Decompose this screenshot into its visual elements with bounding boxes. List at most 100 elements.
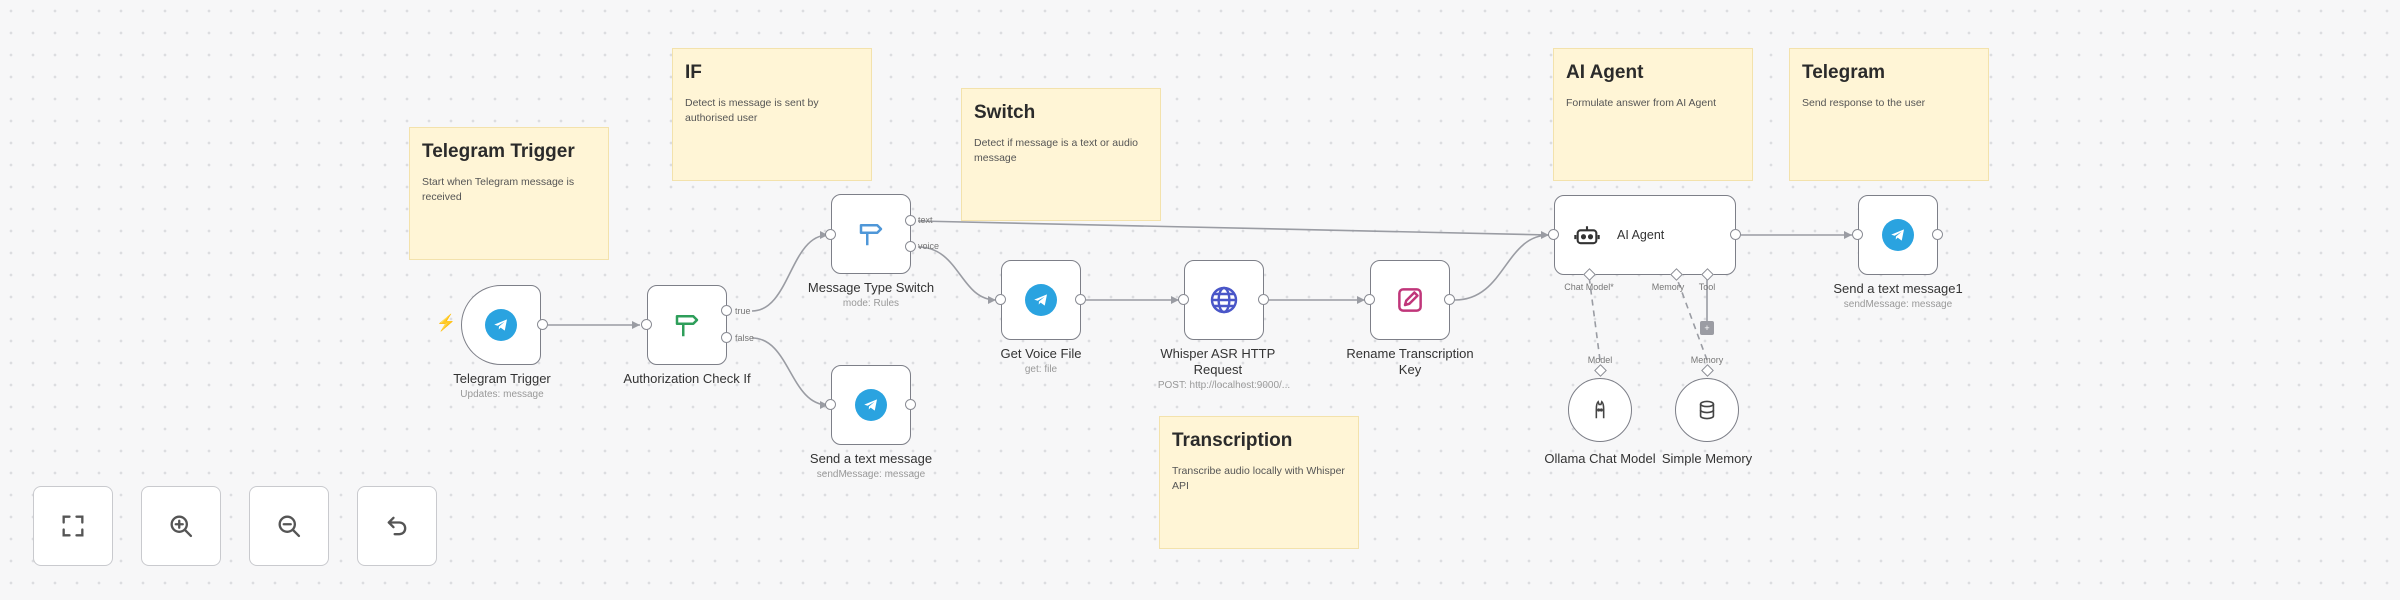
port-label-tool: Tool [1698,282,1716,292]
sticky-note-telegram[interactable]: Telegram Send response to the user [1789,48,1989,181]
sticky-text: Transcribe audio locally with Whisper AP… [1172,465,1345,492]
zoom-in-icon [170,515,193,538]
node-name: Send a text message [809,451,933,466]
node-subtitle: Updates: message [460,389,544,400]
node-send-a-text-message[interactable] [831,365,911,445]
port-label-memory: Memory [1651,282,1685,292]
node-name: Telegram Trigger [453,371,551,386]
input-handle[interactable] [1364,294,1375,305]
input-handle[interactable] [1548,229,1559,240]
node-subtitle: POST: http://localhost:9000/... [1157,380,1291,391]
sticky-note-transcription[interactable]: Transcription Transcribe audio locally w… [1159,416,1359,549]
zoom-out-button[interactable] [249,486,329,566]
output-label-false: false [735,333,755,343]
node-telegram-trigger[interactable] [461,285,541,365]
sticky-title: Switch [974,102,1036,123]
telegram-icon [1882,219,1914,251]
node-whisper-asr-http-request[interactable] [1184,260,1264,340]
output-handle[interactable] [1258,294,1269,305]
output-handle-false[interactable] [721,332,732,343]
node-authorization-check-if[interactable] [647,285,727,365]
sticky-note-if[interactable]: IF Detect is message is sent by authoris… [672,48,872,181]
sticky-title: Transcription [1172,430,1293,451]
output-handle[interactable] [1932,229,1943,240]
node-name: Whisper ASR HTTP Request [1160,346,1276,377]
sticky-title: AI Agent [1566,62,1644,83]
globe-icon [1210,286,1238,314]
signpost-icon [859,224,883,246]
sticky-text: Detect is message is sent by authorised … [685,97,819,124]
lightning-icon: ⚡ [436,315,456,332]
node-label: Get Voice File get: file [1001,346,1082,375]
input-handle[interactable] [1178,294,1189,305]
add-tool-plus-icon[interactable]: + [1700,321,1714,335]
fit-view-button[interactable] [33,486,113,566]
sticky-note-telegram-trigger[interactable]: Telegram Trigger Start when Telegram mes… [409,127,609,260]
node-name: Ollama Chat Model [1544,451,1656,466]
edge-memory-to-agent [1675,275,1708,361]
output-handle[interactable] [537,319,548,330]
output-label-true: true [735,306,751,316]
node-rename-transcription-key[interactable] [1370,260,1450,340]
sticky-text: Send response to the user [1802,97,1926,109]
port-label-memory-node: Memory [1690,355,1724,365]
node-label: Send a text message sendMessage: message [810,451,932,480]
reset-zoom-icon [387,516,407,536]
telegram-icon [1025,284,1057,316]
output-handle-true[interactable] [721,305,732,316]
output-handle[interactable] [1730,229,1741,240]
input-handle[interactable] [995,294,1006,305]
sticky-text: Detect if message is a text or audio mes… [974,137,1138,164]
node-ai-agent[interactable]: AI Agent [1554,195,1736,275]
telegram-icon [485,309,517,341]
input-handle[interactable] [641,319,652,330]
edge-model-to-agent [1588,275,1601,361]
node-subtitle: get: file [1024,364,1058,375]
sticky-text: Start when Telegram message is received [422,176,575,203]
port-label-chat-model: Chat Model* [1564,282,1614,292]
edge-if-false-to-send [751,337,829,406]
node-name: Rename Transcription Key [1346,346,1474,377]
node-message-type-switch[interactable] [831,194,911,274]
node-name: Simple Memory [1661,451,1753,466]
telegram-icon [855,389,887,421]
node-label: Send a text message1 sendMessage: messag… [1833,281,1962,310]
sticky-title: IF [685,62,702,83]
output-handle[interactable] [1075,294,1086,305]
zoom-in-button[interactable] [141,486,221,566]
sticky-note-ai-agent[interactable]: AI Agent Formulate answer from AI Agent [1553,48,1753,181]
input-handle[interactable] [825,229,836,240]
node-label: Telegram Trigger Updates: message [453,371,551,400]
edge-switch-text-to-agent [917,220,1550,236]
port-label-model: Model [1587,355,1613,365]
node-send-a-text-message1[interactable] [1858,195,1938,275]
sticky-text: Formulate answer from AI Agent [1566,97,1716,109]
output-label-text: text [918,215,933,225]
node-label: Message Type Switch mode: Rules [808,280,934,309]
sticky-note-switch[interactable]: Switch Detect if message is a text or au… [961,88,1161,221]
node-subtitle: sendMessage: message [1843,299,1953,310]
llama-icon [1595,400,1605,419]
node-ollama-chat-model[interactable] [1568,378,1632,442]
node-label: Ollama Chat Model [1544,451,1655,467]
node-name: Get Voice File [1000,346,1082,361]
node-subtitle: sendMessage: message [816,469,926,480]
node-get-voice-file[interactable] [1001,260,1081,340]
node-label: Simple Memory [1662,451,1752,467]
database-icon [1699,400,1715,420]
node-subtitle: mode: Rules [842,298,900,309]
input-handle[interactable] [825,399,836,410]
reset-zoom-button[interactable] [357,486,437,566]
edge-if-true-to-switch [751,234,829,312]
node-simple-memory[interactable] [1675,378,1739,442]
node-label: Rename Transcription Key [1340,346,1480,378]
zoom-out-icon [278,515,301,538]
output-handle-text[interactable] [905,215,916,226]
sticky-title: Telegram Trigger [422,141,575,162]
output-handle-voice[interactable] [905,241,916,252]
output-handle[interactable] [1444,294,1455,305]
edge-switch-voice-to-voice [917,246,997,301]
input-handle[interactable] [1852,229,1863,240]
output-handle[interactable] [905,399,916,410]
